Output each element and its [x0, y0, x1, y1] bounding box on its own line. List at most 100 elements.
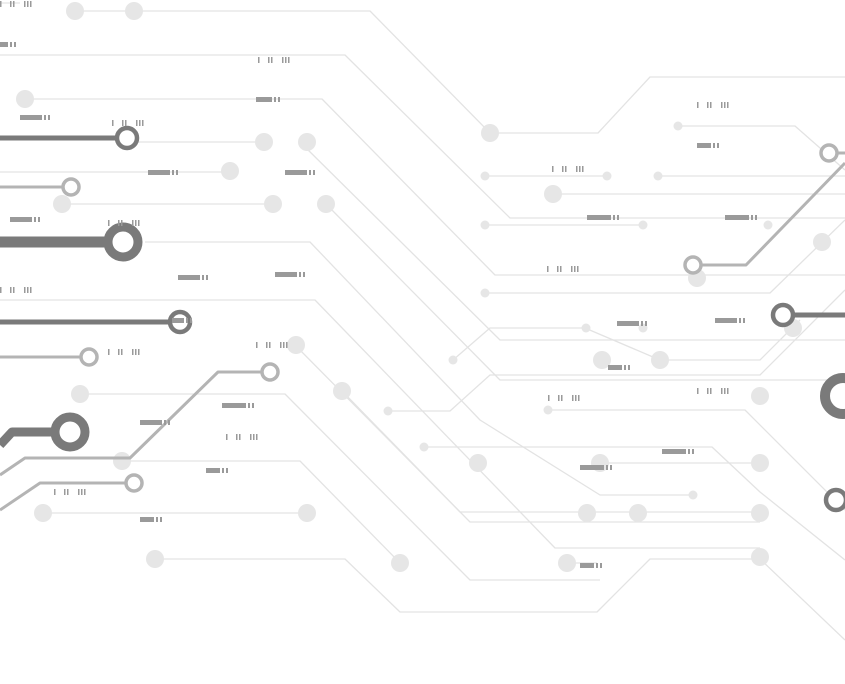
tick-mark — [138, 220, 140, 226]
tick-mark — [739, 318, 741, 323]
tick-mark — [136, 120, 138, 126]
tick-mark — [81, 489, 83, 495]
tick-mark — [44, 115, 46, 120]
tick-mark — [10, 217, 32, 222]
dark-traces — [0, 135, 845, 449]
tick-mark — [578, 395, 580, 401]
tick-mark — [160, 517, 162, 522]
tick-mark — [206, 468, 220, 473]
tick-mark — [176, 170, 178, 175]
tick-mark — [697, 102, 699, 108]
tick-mark — [561, 395, 563, 401]
tick-mark — [156, 517, 158, 522]
tick-mark — [577, 266, 579, 272]
tick-mark — [715, 318, 737, 323]
tick-mark — [121, 220, 123, 226]
tick-mark — [140, 420, 162, 425]
tick-mark — [579, 166, 581, 172]
tick-mark — [122, 120, 124, 126]
tick-mark — [548, 395, 550, 401]
tick-mark — [252, 403, 254, 408]
tick-mark — [258, 57, 260, 63]
tick-mark — [64, 489, 66, 495]
tick-mark — [148, 170, 170, 175]
tick-mark — [283, 342, 285, 348]
tick-mark — [14, 42, 16, 47]
tick-mark — [552, 166, 554, 172]
tick-mark — [140, 517, 154, 522]
tick-mark — [280, 342, 282, 348]
tick-mark — [710, 388, 712, 394]
tick-mark — [164, 420, 166, 425]
tick-mark — [125, 120, 127, 126]
tick-mark — [256, 97, 272, 102]
tick-mark — [268, 57, 270, 63]
tick-mark — [565, 166, 567, 172]
tick-mark — [269, 342, 271, 348]
tick-mark — [239, 434, 241, 440]
tick-mark — [253, 434, 255, 440]
tick-mark — [132, 220, 134, 226]
tick-mark — [118, 220, 120, 226]
tick-mark — [112, 120, 114, 126]
tick-mark — [10, 287, 12, 293]
tick-mark — [266, 342, 268, 348]
medium-ring-pads — [61, 143, 839, 493]
tick-mark — [282, 57, 284, 63]
tick-mark — [717, 143, 719, 148]
tick-mark — [67, 489, 69, 495]
tick-mark — [628, 365, 630, 370]
tick-mark — [27, 287, 29, 293]
tick-mark — [724, 102, 726, 108]
tick-mark — [135, 349, 137, 355]
tick-mark — [285, 57, 287, 63]
tick-mark — [596, 563, 598, 568]
tick-mark — [222, 468, 224, 473]
tick-mark — [206, 275, 208, 280]
tick-mark — [557, 266, 559, 272]
tick-mark — [20, 115, 42, 120]
tick-mark — [641, 321, 643, 326]
tick-mark — [580, 465, 604, 470]
tick-mark — [10, 42, 12, 47]
tick-mark — [172, 170, 174, 175]
tick-mark — [108, 349, 110, 355]
tick-mark — [725, 215, 749, 220]
tick-mark — [613, 215, 615, 220]
tick-mark — [78, 489, 80, 495]
tick-mark — [186, 318, 188, 323]
tick-mark — [0, 1, 2, 7]
tick-mark — [572, 395, 574, 401]
tick-mark — [0, 42, 8, 47]
tick-mark — [575, 395, 577, 401]
tick-mark — [313, 170, 315, 175]
tick-mark — [108, 220, 110, 226]
tick-mark — [721, 102, 723, 108]
tick-mark — [274, 97, 276, 102]
tick-mark — [168, 420, 170, 425]
tick-mark — [202, 275, 204, 280]
tick-mark — [303, 272, 305, 277]
tick-mark — [226, 468, 228, 473]
tick-mark — [587, 215, 611, 220]
tick-mark — [755, 215, 757, 220]
tick-mark — [256, 434, 258, 440]
thin-traces — [0, 2, 845, 641]
tick-mark — [688, 449, 690, 454]
tick-mark — [48, 115, 50, 120]
tick-mark — [697, 143, 711, 148]
tick-mark — [606, 465, 608, 470]
tick-mark — [617, 215, 619, 220]
tick-mark — [84, 489, 86, 495]
tick-mark — [721, 388, 723, 394]
tick-mark — [271, 57, 273, 63]
tick-mark — [580, 563, 594, 568]
tick-mark — [121, 349, 123, 355]
tick-mark — [713, 143, 715, 148]
tick-mark — [743, 318, 745, 323]
tick-mark — [574, 266, 576, 272]
tick-mark — [222, 403, 246, 408]
tick-mark — [727, 388, 729, 394]
